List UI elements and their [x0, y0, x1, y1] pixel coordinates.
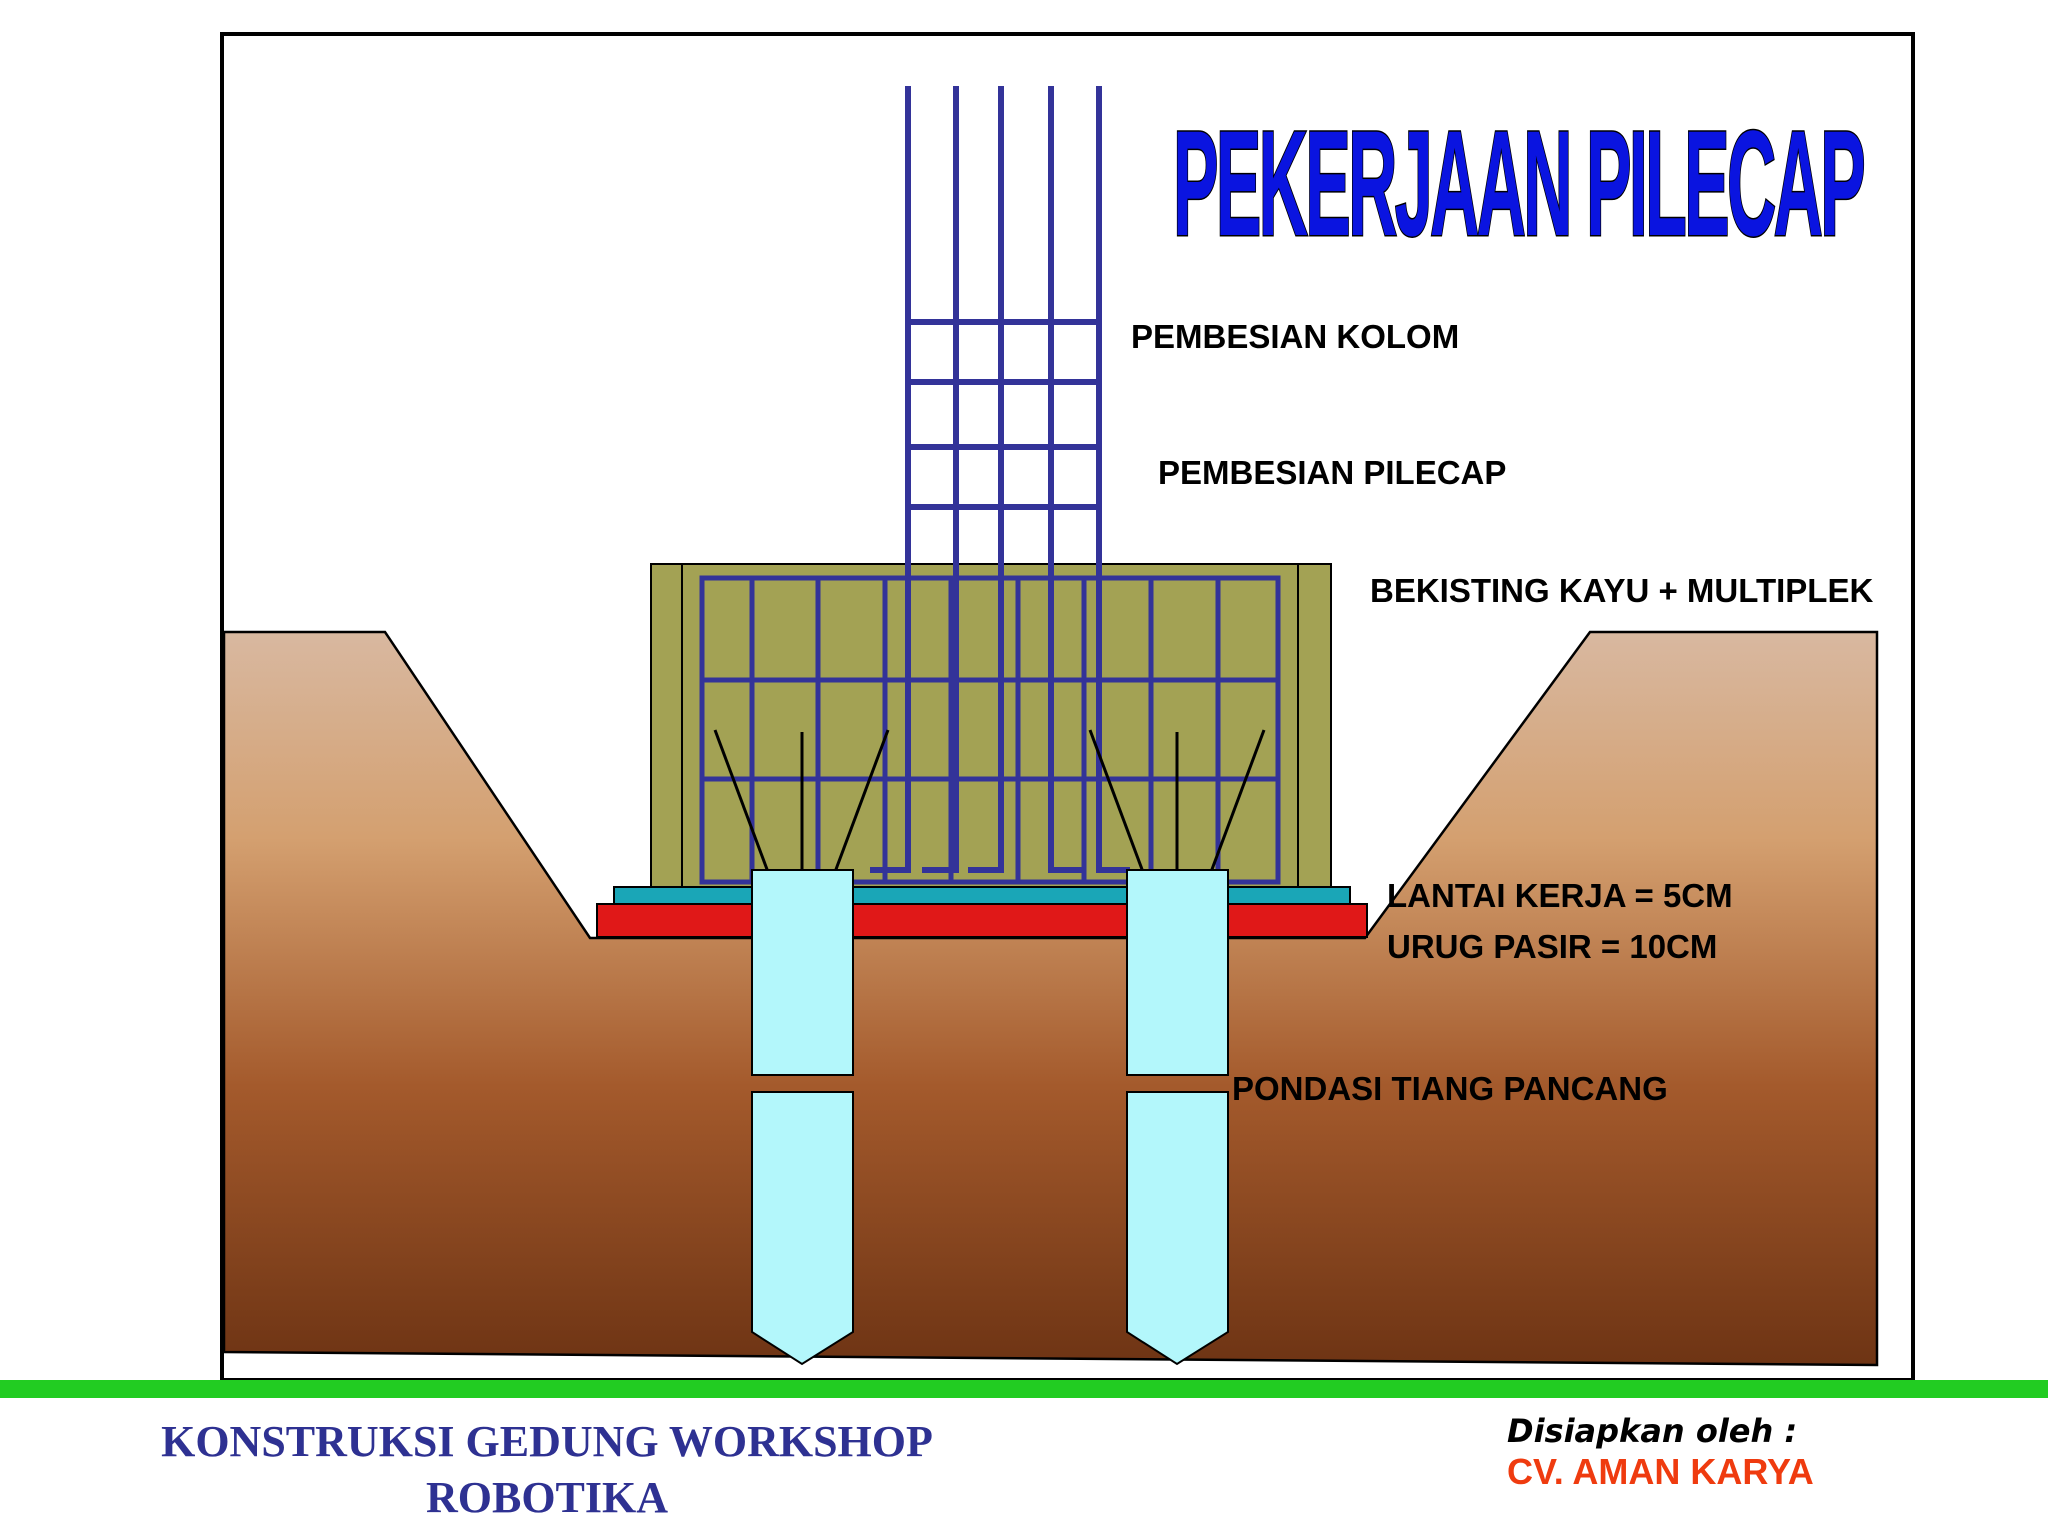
project-title-line1: KONSTRUKSI GEDUNG WORKSHOP [161, 1417, 933, 1466]
footer-divider [0, 1380, 2048, 1398]
pile-anchor-bars [713, 729, 1266, 873]
label-pile-foundation: PONDASI TIANG PANCANG [1232, 1070, 1668, 1107]
label-sand-fill: URUG PASIR = 10CM [1387, 928, 1717, 965]
pilecap-rebar [699, 575, 1281, 885]
label-column-rebar: PEMBESIAN KOLOM [1131, 318, 1459, 355]
label-pilecap-rebar: PEMBESIAN PILECAP [1158, 454, 1506, 491]
label-work-floor: LANTAI KERJA = 5CM [1387, 877, 1733, 914]
company-name: CV. AMAN KARYA [1507, 1451, 1814, 1492]
project-title-line2: ROBOTIKA [426, 1473, 668, 1522]
soil-excavation [222, 630, 1879, 1367]
work-floor-layer [613, 886, 1351, 905]
column-rebar [870, 86, 1130, 873]
diagram-title: PEKERJAAN PILECAP [1173, 99, 1863, 267]
label-formwork: BEKISTING KAYU + MULTIPLEK [1370, 572, 1873, 609]
prepared-by-label: Disiapkan oleh : [1507, 1412, 1797, 1450]
pile-right [1126, 869, 1229, 1366]
sand-fill-layer [596, 903, 1368, 938]
pile-left [751, 869, 854, 1366]
